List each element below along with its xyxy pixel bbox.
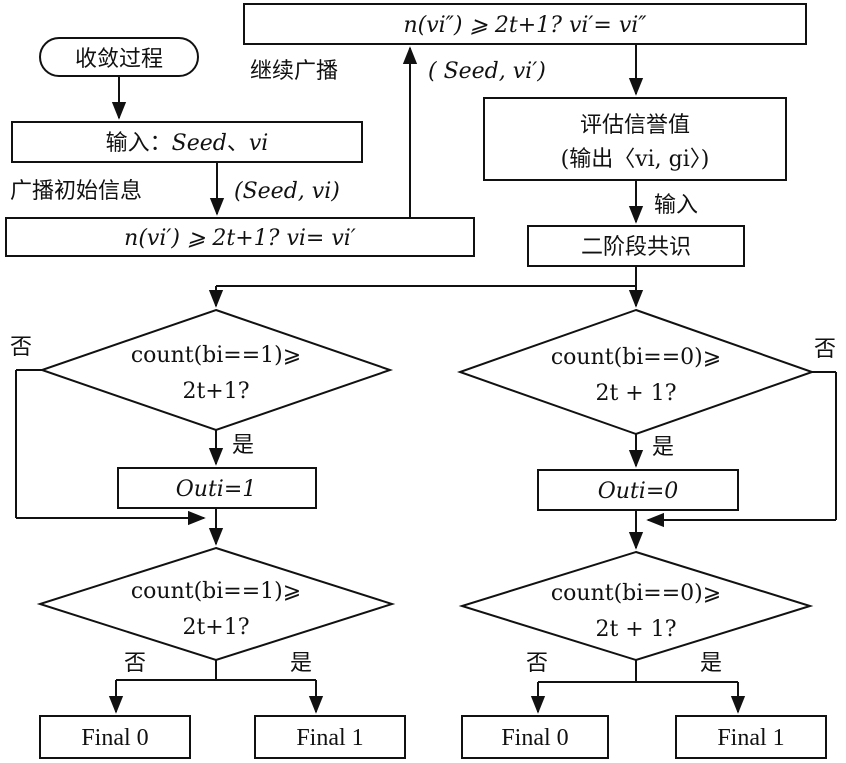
right-final1-text: Final 1 <box>717 725 784 751</box>
left-final0-box <box>39 715 191 759</box>
eval-line1: 评估信誉值 <box>580 113 690 138</box>
right-out-text: Outi=0 <box>598 479 679 504</box>
left-final1-box <box>254 715 406 759</box>
right-cond1-diamond <box>456 308 816 436</box>
left-out-text: Outi=1 <box>176 477 257 502</box>
right-cond1-line2: 2t + 1? <box>595 381 676 406</box>
left-cond2-line1: count(bi==1)⩾ <box>131 579 301 604</box>
left-cond1-yes: 是 <box>232 433 254 458</box>
right-cond2-line2: 2t + 1? <box>595 617 676 642</box>
consensus-text: 二阶段共识 <box>581 235 691 260</box>
right-cond2-line1: count(bi==0)⩾ <box>551 581 721 606</box>
left-cond2-diamond <box>36 546 396 662</box>
left-final1-text: Final 1 <box>296 725 363 751</box>
check1-text: n(vi′) ⩾ 2t+1? vi= vi′ <box>124 226 356 251</box>
continue-label: 继续广播 <box>250 59 338 84</box>
left-out-box <box>117 467 317 509</box>
right-final0-text: Final 0 <box>501 725 568 751</box>
right-cond2-diamond <box>458 550 814 662</box>
left-cond1-no: 否 <box>10 335 32 360</box>
right-cond1-line1: count(bi==0)⩾ <box>551 345 721 370</box>
left-cond2-yes: 是 <box>290 651 312 676</box>
eval-box <box>483 97 787 181</box>
left-cond1-diamond <box>38 308 394 432</box>
eval-line2: (输出〈vi, gi〉) <box>561 147 710 172</box>
start-label: 收敛过程 <box>75 47 163 72</box>
broadcast-label: 广播初始信息 <box>10 179 142 204</box>
right-final1-box <box>675 715 827 759</box>
right-cond1-yes: 是 <box>652 435 674 460</box>
right-cond2-yes: 是 <box>700 651 722 676</box>
broadcast-args: (Seed, vi) <box>234 179 340 204</box>
check2-text: n(vi″) ⩾ 2t+1? vi′= vi″ <box>403 13 647 38</box>
right-cond2-no: 否 <box>526 651 548 676</box>
input-box-text: 输入：Seed、vi <box>106 131 269 156</box>
right-final0-box <box>461 715 609 759</box>
left-cond2-no: 否 <box>124 651 146 676</box>
left-cond2-line2: 2t+1? <box>182 615 249 640</box>
left-cond1-line1: count(bi==1)⩾ <box>131 343 301 368</box>
left-cond1-line2: 2t+1? <box>182 379 249 404</box>
check1-box <box>5 217 475 257</box>
input-box <box>11 121 363 163</box>
left-final0-text: Final 0 <box>81 725 148 751</box>
check2-box <box>243 3 807 45</box>
continue-args: ( Seed, vi′) <box>428 59 546 84</box>
right-out-box <box>537 469 739 511</box>
input-label: 输入 <box>654 193 698 218</box>
right-cond1-no: 否 <box>814 337 836 362</box>
